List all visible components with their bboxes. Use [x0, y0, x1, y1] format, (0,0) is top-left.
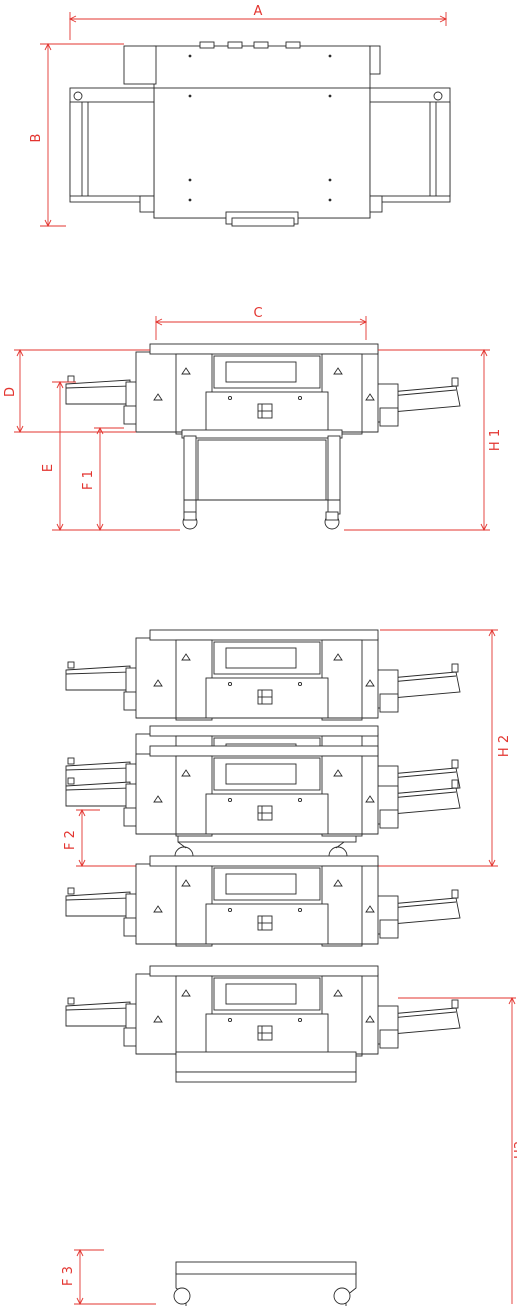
triple-stack-view: [65, 745, 461, 1306]
dimension-f2-line: [76, 808, 150, 868]
dimension-a-label: A: [254, 4, 263, 19]
dimension-f2-label: F 2: [63, 830, 78, 850]
top-view: [69, 41, 451, 227]
dimension-b-line: [40, 42, 124, 228]
dimension-h2-label: H 2: [497, 735, 512, 757]
dimension-f3-label: F 3: [61, 1266, 76, 1286]
dimension-f3-line: [74, 1248, 156, 1306]
dimension-h1-line: [344, 348, 490, 532]
dimension-c-line: [154, 316, 368, 340]
dimension-h3-line: [398, 996, 516, 1304]
dimension-d-label: D: [3, 387, 18, 397]
dimension-h1-label: H 1: [488, 429, 503, 451]
top-view-screws: [188, 54, 332, 202]
dimension-e-line: [52, 380, 180, 532]
front-view-stand: [65, 343, 461, 530]
dimension-c-label: C: [253, 306, 262, 321]
dimension-f1-label: F 1: [81, 470, 96, 490]
dimension-a-line: [68, 12, 448, 40]
dimension-h3-label: H3: [513, 1141, 517, 1159]
dimension-f1-line: [94, 426, 124, 532]
dimension-d-line: [14, 348, 150, 434]
dimension-b-label: B: [29, 134, 44, 143]
dimension-e-label: E: [41, 464, 56, 472]
